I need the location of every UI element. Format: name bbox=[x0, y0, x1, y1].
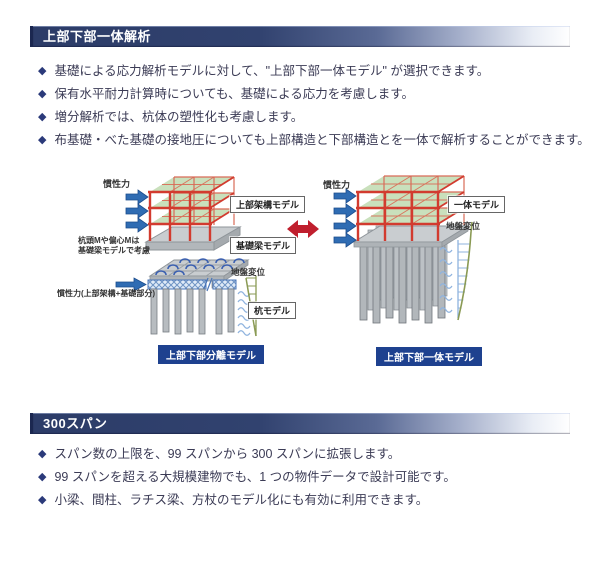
ground-displacement-label-right: 地盤変位 bbox=[446, 221, 481, 231]
section-header-integrated-analysis: 上部下部一体解析 bbox=[30, 26, 570, 47]
caption-separated-model: 上部下部分離モデル bbox=[158, 345, 264, 364]
diamond-bullet-icon: ◆ bbox=[38, 111, 47, 123]
bullet-item: ◆ 増分解析では、杭体の塑性化も考慮します。 bbox=[38, 110, 590, 125]
integrated-model-box: 一体モデル bbox=[448, 196, 506, 213]
bullet-text: 増分解析では、杭体の塑性化も考慮します。 bbox=[54, 110, 304, 124]
diamond-bullet-icon: ◆ bbox=[38, 471, 47, 483]
upper-frame-left bbox=[148, 176, 235, 241]
diamond-bullet-icon: ◆ bbox=[38, 494, 47, 506]
bullet-text: 布基礎・べた基礎の接地圧についても上部構造と下部構造とを一体で解析することができ… bbox=[54, 133, 590, 147]
inertia-arrows-right bbox=[333, 188, 357, 248]
bullet-item: ◆ 基礎による応力解析モデルに対して、"上部下部一体モデル" が選択できます。 bbox=[38, 64, 590, 79]
bullet-item: ◆ 99 スパンを超える大規模建物でも、1 つの物件データで設計可能です。 bbox=[38, 470, 456, 485]
inertia-arrow-foundation bbox=[115, 277, 147, 292]
soil-springs-right bbox=[439, 247, 453, 313]
bullet-item: ◆ 小梁、間柱、ラチス梁、方杖のモデル化にも有効に利用できます。 bbox=[38, 493, 456, 508]
upper-frame-model-box: 上部架構モデル bbox=[230, 196, 306, 213]
left-model-separated bbox=[115, 176, 257, 337]
bullet-text: 保有水平耐力計算時についても、基礎による応力を考慮します。 bbox=[54, 87, 414, 101]
inertia-detail-label: 慣性力(上部架構+基礎部分) bbox=[57, 289, 155, 298]
pile-model-box: 杭モデル bbox=[248, 302, 297, 319]
ground-displacement-profile-right bbox=[457, 221, 473, 321]
structural-model-diagram bbox=[115, 175, 473, 337]
pile-head-note-line1: 杭頭Mや偏心Mは bbox=[78, 236, 140, 245]
inertia-arrows-left bbox=[125, 189, 149, 233]
diamond-bullet-icon: ◆ bbox=[38, 134, 47, 146]
bullet-text: 基礎による応力解析モデルに対して、"上部下部一体モデル" が選択できます。 bbox=[54, 64, 490, 78]
section-header-300-span: 300スパン bbox=[30, 413, 570, 434]
diamond-bullet-icon: ◆ bbox=[38, 88, 47, 100]
bullet-item: ◆ 保有水平耐力計算時についても、基礎による応力を考慮します。 bbox=[38, 87, 590, 102]
diamond-bullet-icon: ◆ bbox=[38, 65, 47, 77]
inertia-label-right: 慣性力 bbox=[323, 180, 351, 190]
piles-left bbox=[150, 288, 235, 335]
bullet-text: 99 スパンを超える大規模建物でも、1 つの物件データで設計可能です。 bbox=[54, 470, 456, 484]
bullet-text: 小梁、間柱、ラチス梁、方杖のモデル化にも有効に利用できます。 bbox=[54, 493, 429, 507]
soil-springs-left bbox=[237, 291, 251, 336]
bidirectional-arrow-icon bbox=[287, 220, 319, 238]
caption-integrated-model: 上部下部一体モデル bbox=[376, 347, 482, 366]
diamond-bullet-icon: ◆ bbox=[38, 448, 47, 460]
foundation-beam-model-box: 基礎梁モデル bbox=[230, 237, 297, 254]
ground-displacement-label-left: 地盤変位 bbox=[231, 267, 266, 277]
pile-head-note-line2: 基礎梁モデルで考慮 bbox=[78, 245, 150, 255]
bullet-text: スパン数の上限を、99 スパンから 300 スパンに拡張します。 bbox=[54, 447, 401, 461]
inertia-label-left: 慣性力 bbox=[103, 179, 131, 189]
right-model-integrated bbox=[333, 175, 473, 324]
bullet-item: ◆ スパン数の上限を、99 スパンから 300 スパンに拡張します。 bbox=[38, 447, 456, 462]
bullet-item: ◆ 布基礎・べた基礎の接地圧についても上部構造と下部構造とを一体で解析することが… bbox=[38, 133, 590, 148]
bullet-list-section2: ◆ スパン数の上限を、99 スパンから 300 スパンに拡張します。 ◆ 99 … bbox=[38, 447, 456, 516]
bullet-list-section1: ◆ 基礎による応力解析モデルに対して、"上部下部一体モデル" が選択できます。 … bbox=[38, 64, 590, 156]
pile-head-note: 杭頭Mや偏心Mは 基礎梁モデルで考慮 bbox=[78, 236, 150, 255]
piles-right-front bbox=[359, 237, 446, 324]
moment-curl-icons bbox=[155, 258, 245, 276]
